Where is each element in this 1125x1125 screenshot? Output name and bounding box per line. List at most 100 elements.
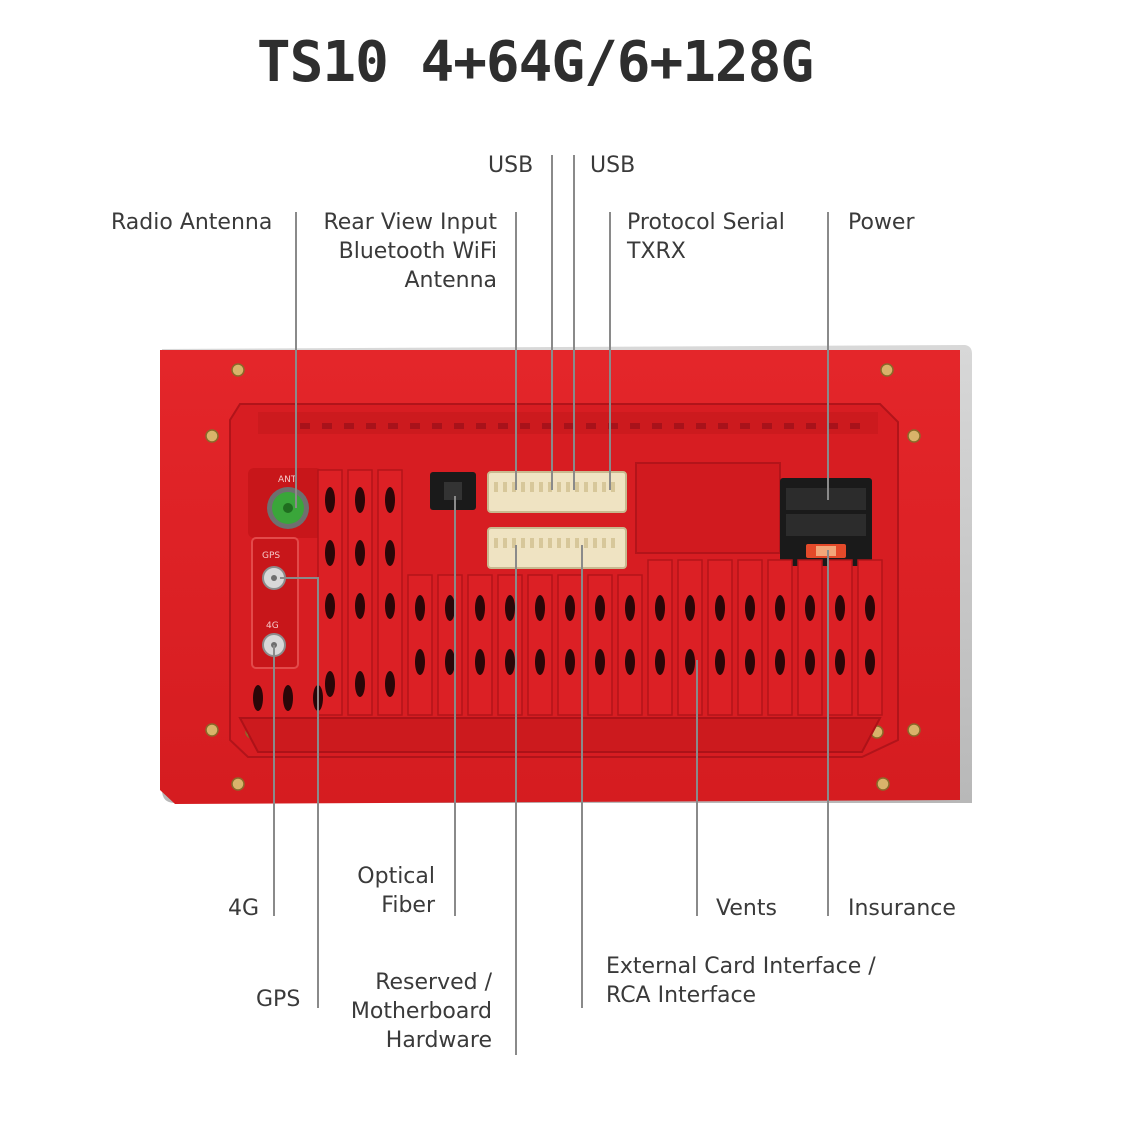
ridge-tick: [366, 423, 376, 429]
connector-pin: [521, 482, 525, 492]
vent-slots: [238, 469, 883, 753]
vent-slot: [655, 595, 665, 621]
ridge-tick: [432, 423, 442, 429]
vent-slot: [475, 649, 485, 675]
connector-pin: [512, 538, 516, 548]
screw: [907, 723, 921, 737]
vent-slot: [745, 649, 755, 675]
connector-pin: [503, 538, 507, 548]
vent-slot: [385, 593, 395, 619]
vent-slot: [715, 649, 725, 675]
connector-pin: [548, 482, 552, 492]
vent-slot: [865, 595, 875, 621]
ridge-tick: [476, 423, 486, 429]
vent-slot: [475, 595, 485, 621]
connector-pin: [539, 538, 543, 548]
vent-slot: [565, 595, 575, 621]
vent-slot: [355, 593, 365, 619]
ridge-tick: [696, 423, 706, 429]
vent-slot: [505, 595, 515, 621]
screw: [880, 363, 894, 377]
rear-view-line-3: Antenna: [404, 268, 497, 293]
vent-slot: [283, 685, 293, 711]
rear-view-line-2: Bluetooth WiFi: [338, 239, 497, 264]
screw: [205, 723, 219, 737]
connector-pin: [566, 482, 570, 492]
ridge-tick: [850, 423, 860, 429]
connector-pin: [539, 482, 543, 492]
panel-gps-marking: GPS: [262, 551, 280, 561]
vents-label: Vents: [716, 896, 777, 921]
reserved-line-1: Reserved /: [375, 970, 492, 995]
ridge-tick: [718, 423, 728, 429]
screw: [231, 777, 245, 791]
ridge-tick: [740, 423, 750, 429]
ridge-tick: [344, 423, 354, 429]
vent-slot: [685, 595, 695, 621]
diagram-title: TS10 4+64G/6+128G: [256, 30, 814, 95]
external-card-line-1: External Card Interface /: [606, 954, 876, 979]
reserved-line-2: Motherboard: [350, 999, 492, 1024]
ridge-tick: [586, 423, 596, 429]
connector-pin: [557, 538, 561, 548]
vent-slot: [505, 649, 515, 675]
ridge-tick: [300, 423, 310, 429]
lower-trim: [238, 717, 882, 753]
vent-fin: [827, 559, 853, 716]
connector-pin: [512, 482, 516, 492]
ridge-tick: [828, 423, 838, 429]
connector-pin: [521, 538, 525, 548]
vent-fin: [647, 559, 673, 716]
vent-slot: [355, 540, 365, 566]
vent-slot: [865, 649, 875, 675]
vent-slot: [355, 487, 365, 513]
ridge-tick: [388, 423, 398, 429]
connector-pin: [611, 538, 615, 548]
ridge-tick: [542, 423, 552, 429]
vent-fin: [767, 559, 793, 716]
connector-pin: [602, 482, 606, 492]
4g-label: 4G: [228, 896, 260, 921]
vent-slot: [625, 595, 635, 621]
center-block: [635, 462, 781, 554]
vent-fin: [737, 559, 763, 716]
vent-slot: [835, 595, 845, 621]
external-card-line-2: RCA Interface: [606, 983, 757, 1008]
insurance-label: Insurance: [848, 896, 956, 921]
vent-slot: [565, 649, 575, 675]
rear-view-label: Rear View Input Bluetooth WiFi Antenna: [300, 208, 497, 295]
ridge-tick: [564, 423, 574, 429]
vent-slot: [355, 671, 365, 697]
usb-label-left: USB: [488, 153, 534, 178]
connector-pin: [611, 482, 615, 492]
protocol-serial-label: Protocol Serial TXRX: [627, 208, 785, 266]
connector-pin: [530, 538, 534, 548]
screw: [205, 429, 219, 443]
connector-pin: [503, 482, 507, 492]
ridge-tick: [630, 423, 640, 429]
connector-pin: [530, 482, 534, 492]
vent-slot: [385, 540, 395, 566]
connector-pin: [602, 538, 606, 548]
vent-slot: [655, 649, 665, 675]
vent-slot: [715, 595, 725, 621]
radio-antenna-label: Radio Antenna: [111, 210, 273, 235]
screw: [231, 363, 245, 377]
reserved-label: Reserved / Motherboard Hardware: [320, 968, 492, 1055]
vent-fin: [707, 559, 733, 716]
connector-pin: [557, 482, 561, 492]
protocol-serial-line-1: Protocol Serial: [627, 210, 785, 235]
usb-connectors: [487, 471, 627, 569]
ridge-tick: [762, 423, 772, 429]
vent-slot: [595, 595, 605, 621]
vent-slot: [835, 649, 845, 675]
connector-pin: [566, 538, 570, 548]
ridge-tick: [410, 423, 420, 429]
panel-ant-marking: ANT: [278, 475, 297, 485]
screw: [907, 429, 921, 443]
ridge-tick: [784, 423, 794, 429]
vent-fin: [857, 559, 883, 716]
protocol-serial-line-2: TXRX: [627, 239, 686, 264]
